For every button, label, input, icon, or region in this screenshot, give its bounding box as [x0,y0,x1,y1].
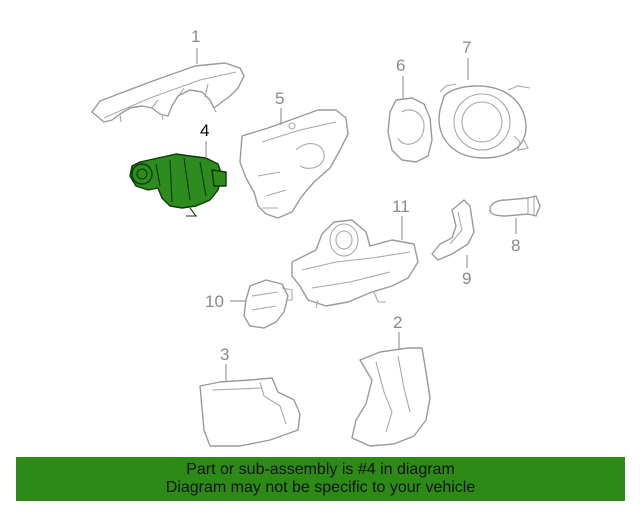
part-9-bracket[interactable] [431,199,475,261]
callout-11[interactable]: 11 [392,197,410,216]
callout-4[interactable]: 4 [200,121,209,140]
banner-line-1: Part or sub-assembly is #4 in diagram [186,461,455,478]
parts-diagram: 1 4 5 6 7 [91,27,541,447]
part-8-sensor[interactable] [489,195,541,217]
callout-6[interactable]: 6 [396,56,405,75]
part-3-lower-cover[interactable] [199,377,301,447]
part-7-clock-spring[interactable] [438,83,531,159]
part-1-upper-cover[interactable] [91,62,245,123]
callout-2[interactable]: 2 [393,313,402,332]
callout-8[interactable]: 8 [511,236,520,255]
callout-1[interactable]: 1 [191,27,200,46]
callout-9[interactable]: 9 [462,269,471,288]
callout-3[interactable]: 3 [220,345,229,364]
part-6-cover-plate[interactable] [387,97,433,163]
banner-line-2: Diagram may not be specific to your vehi… [165,479,476,496]
callout-7[interactable]: 7 [462,38,471,57]
callout-10[interactable]: 10 [205,292,224,311]
info-banner: Part or sub-assembly is #4 in diagram Di… [16,457,625,501]
part-11-ignition-housing[interactable] [291,219,419,309]
part-2-lower-cover[interactable] [351,347,431,447]
part-5-column-bracket[interactable] [239,109,349,219]
callout-5[interactable]: 5 [275,89,284,108]
part-4-switch-assembly[interactable] [129,153,227,217]
part-10-switch[interactable] [243,279,293,329]
